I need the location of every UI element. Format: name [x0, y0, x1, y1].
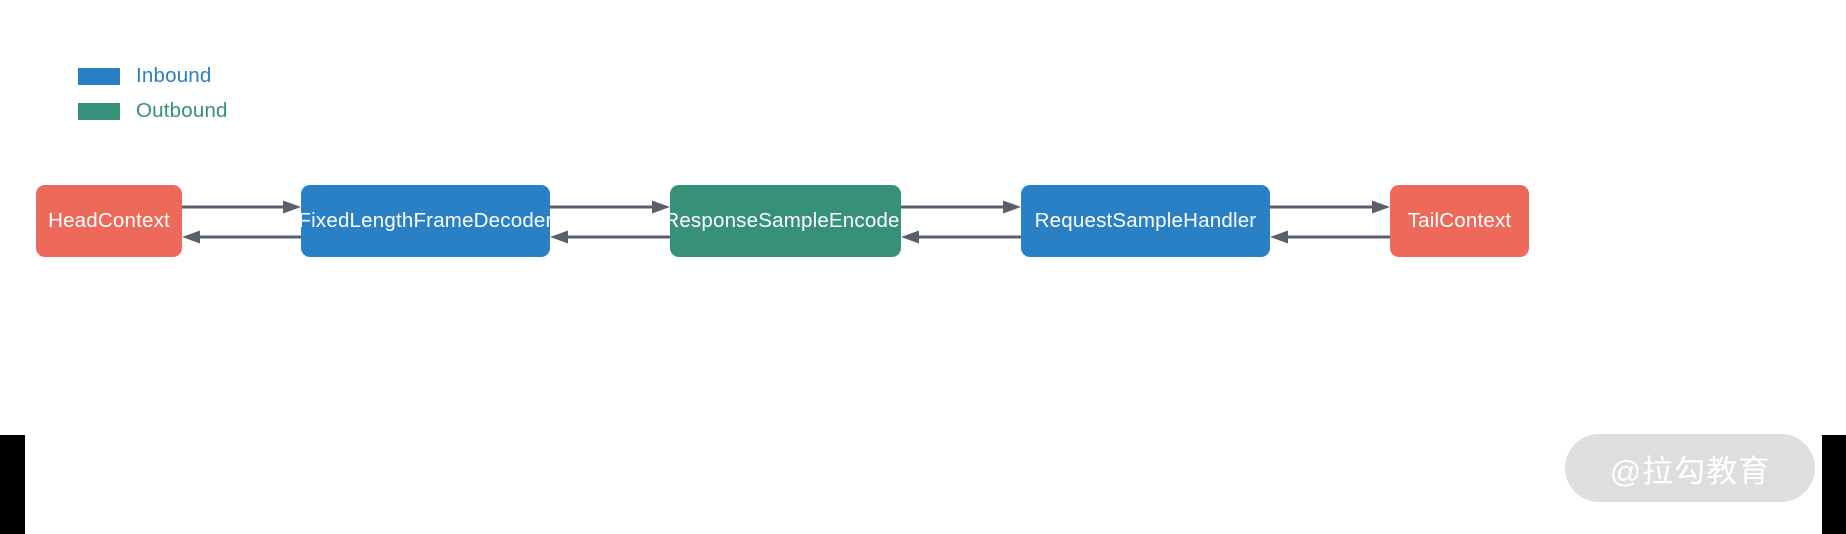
connector-encoder-handler — [901, 185, 1021, 257]
arrow-pair-icon — [182, 200, 301, 244]
legend-item-outbound: Outbound — [78, 98, 228, 124]
watermark-badge: @拉勾教育 — [1565, 434, 1815, 502]
node-request-sample-handler: RequestSampleHandler — [1021, 185, 1270, 257]
watermark-text: @拉勾教育 — [1609, 453, 1771, 489]
letterbox-bar-left — [0, 435, 25, 534]
legend-item-inbound: Inbound — [78, 63, 228, 89]
arrow-pair-icon — [901, 200, 1021, 244]
connector-handler-tail — [1270, 185, 1390, 257]
node-response-sample-encoder: ResponseSampleEncoder — [664, 185, 906, 257]
connector-decoder-encoder — [550, 185, 670, 257]
node-tail-context: TailContext — [1390, 185, 1529, 257]
letterbox-bar-right — [1822, 435, 1846, 534]
pipeline-diagram: HeadContext FixedLengthFrameDecoder Resp… — [0, 185, 1846, 257]
arrow-pair-icon — [550, 200, 670, 244]
node-fixed-length-frame-decoder: FixedLengthFrameDecoder — [298, 185, 552, 257]
arrow-pair-icon — [1270, 200, 1390, 244]
legend-label-outbound: Outbound — [136, 99, 228, 122]
connector-head-decoder — [182, 185, 301, 257]
legend-label-inbound: Inbound — [136, 64, 212, 87]
legend-swatch-inbound — [78, 67, 120, 85]
legend: Inbound Outbound — [78, 63, 228, 133]
legend-swatch-outbound — [78, 102, 120, 120]
node-head-context: HeadContext — [36, 185, 182, 257]
